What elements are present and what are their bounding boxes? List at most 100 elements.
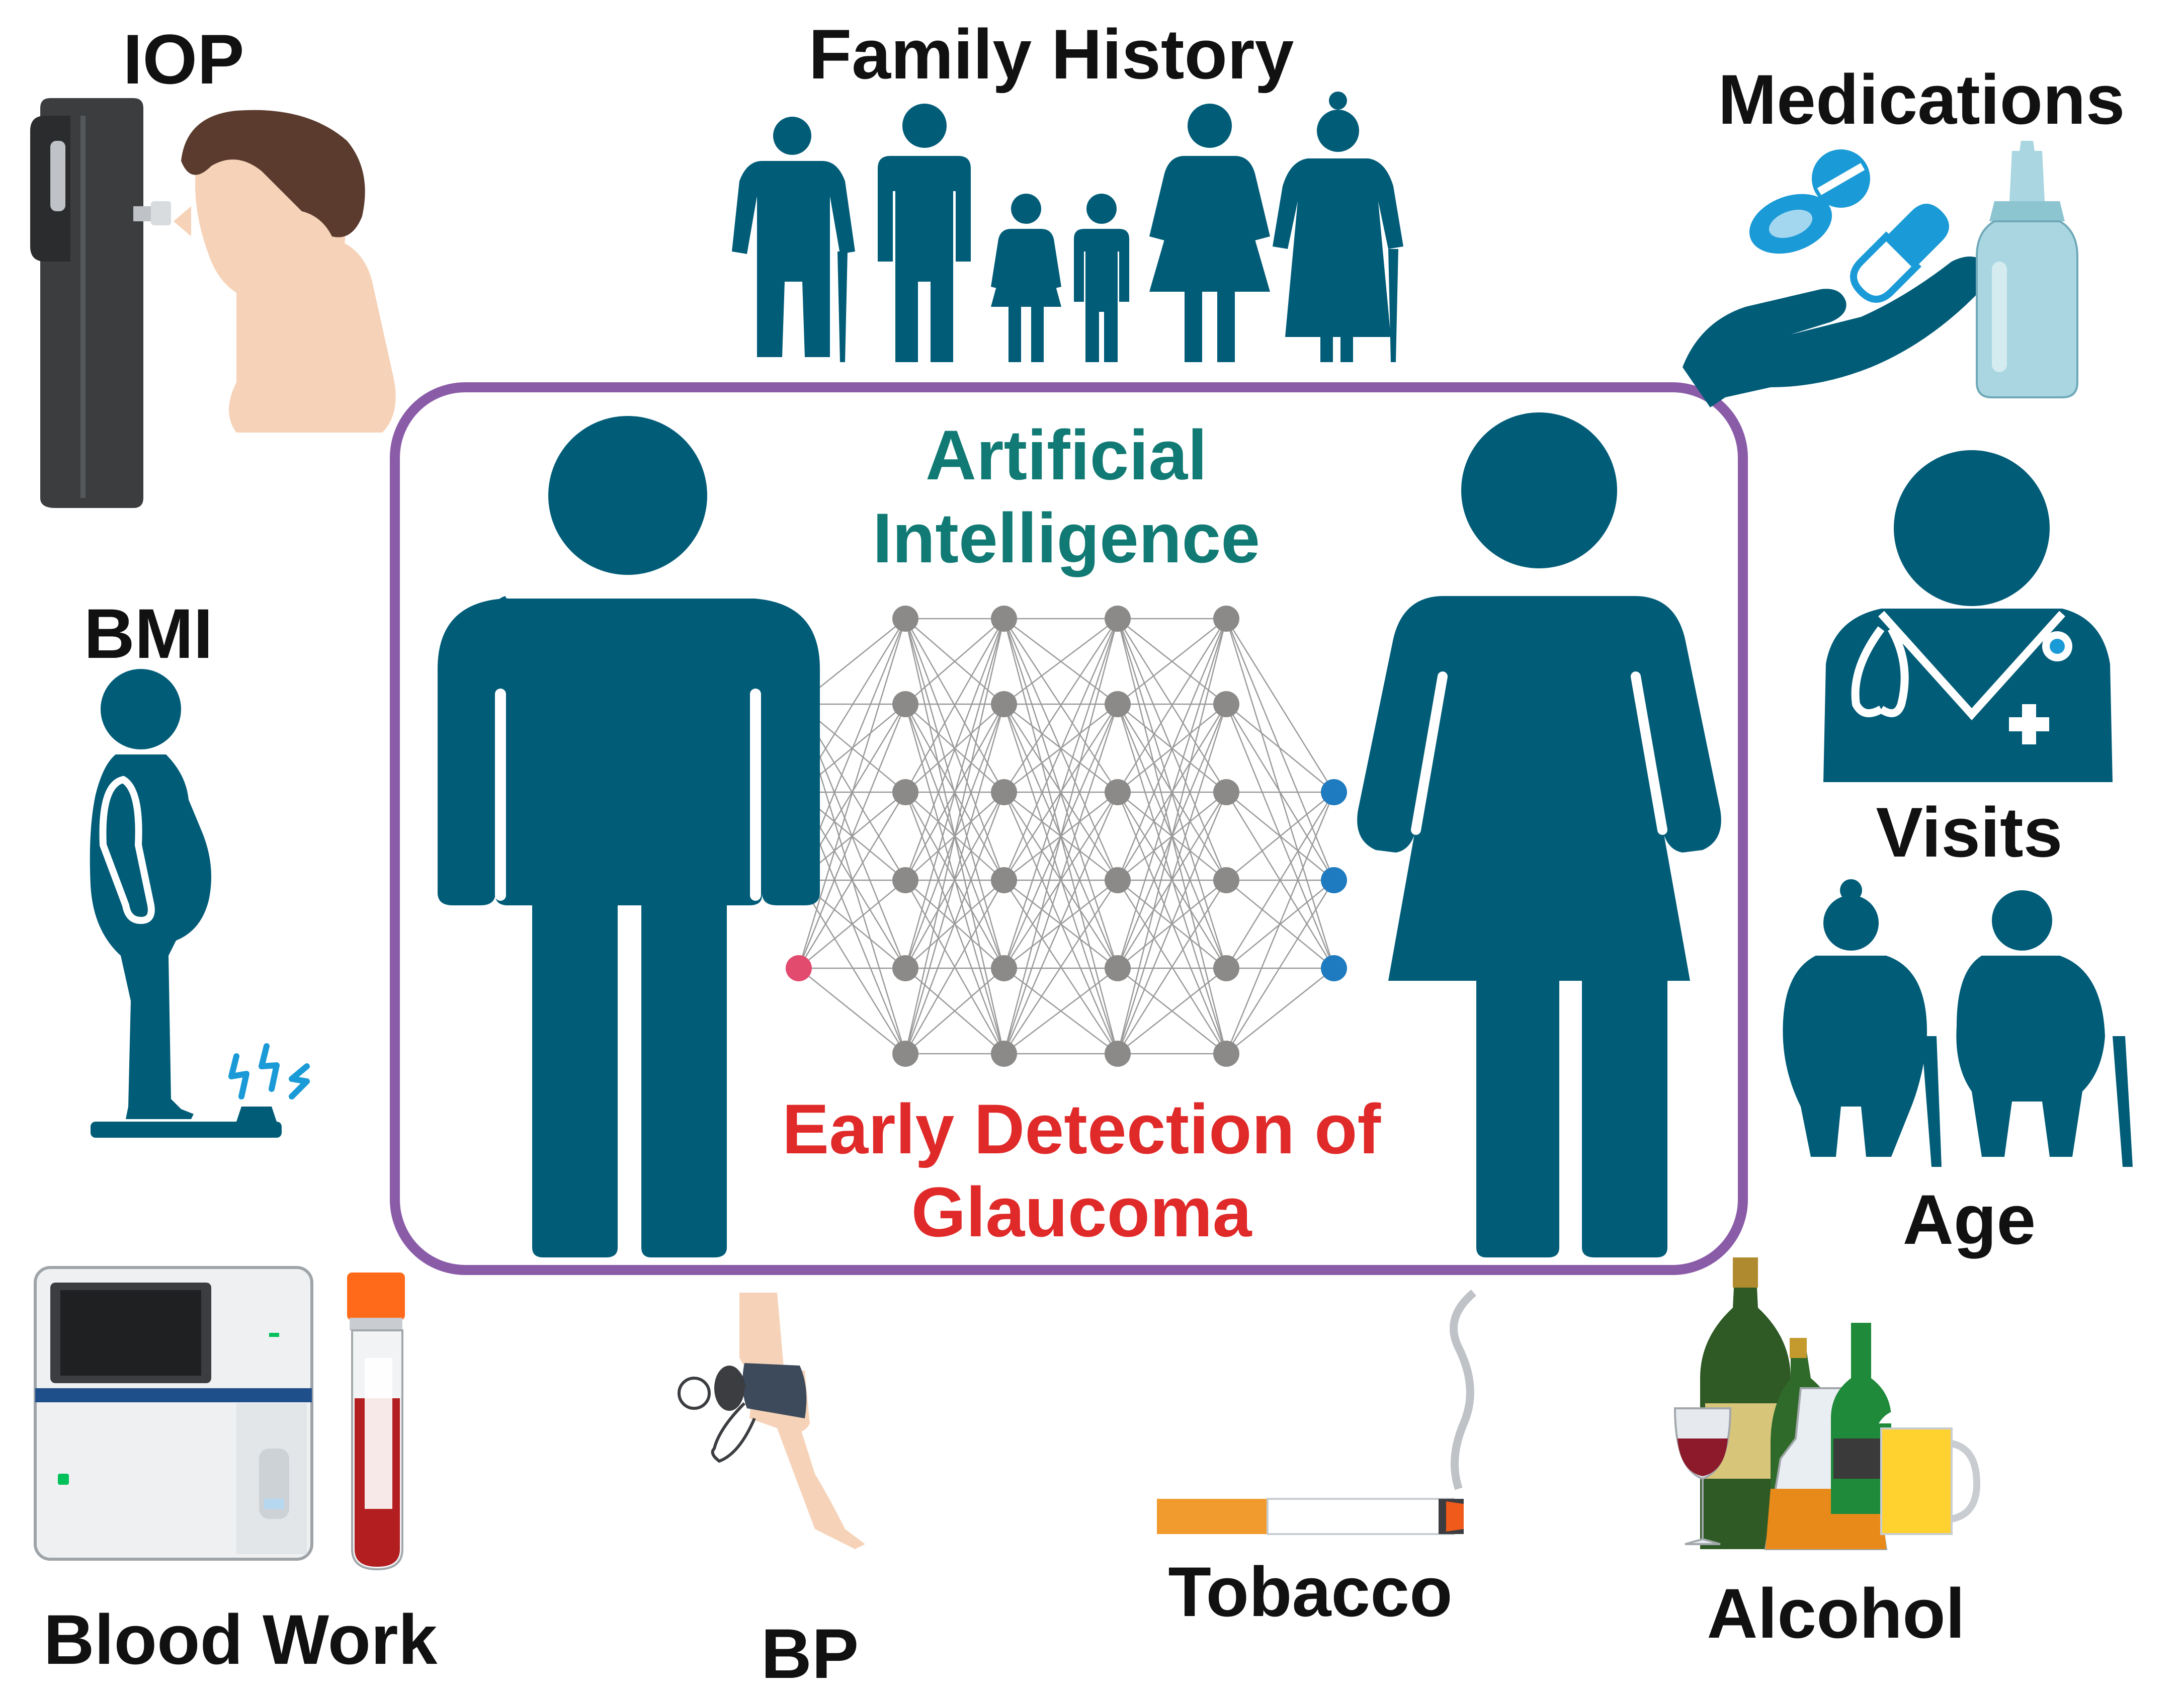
family-icon bbox=[732, 92, 1403, 362]
network-connection bbox=[1225, 792, 1335, 1054]
bmi-arm-outline bbox=[99, 776, 155, 924]
network-connection bbox=[1003, 618, 1119, 969]
network-connection bbox=[798, 618, 906, 969]
goal-title-line-2: Glaucoma bbox=[911, 1172, 1252, 1252]
network-node-hidden bbox=[1213, 691, 1239, 717]
network-connection bbox=[904, 792, 1005, 1054]
network-node-hidden bbox=[991, 606, 1017, 632]
blood-work-label: Blood Work bbox=[43, 1600, 438, 1679]
network-node-hidden bbox=[1213, 955, 1239, 981]
network-node-hidden bbox=[892, 867, 918, 893]
network-node-hidden bbox=[892, 691, 918, 717]
doctor-icon bbox=[1823, 450, 2113, 782]
network-connection bbox=[798, 968, 906, 1054]
elderly-couple-icon bbox=[1783, 879, 2133, 1167]
network-connection bbox=[1226, 968, 1334, 1054]
family-history-label: Family History bbox=[808, 15, 1294, 94]
goal-title-line-1: Early Detection of bbox=[782, 1089, 1381, 1168]
network-node-output bbox=[1321, 955, 1347, 981]
male-figure-icon bbox=[438, 416, 820, 1257]
network-connection bbox=[1117, 618, 1227, 1054]
network-connection bbox=[904, 618, 1005, 969]
network-node-input bbox=[786, 955, 812, 981]
network-connection bbox=[1117, 792, 1227, 1054]
network-node-hidden bbox=[991, 1041, 1017, 1067]
network-connection bbox=[905, 618, 1004, 705]
network-node-hidden bbox=[892, 1041, 918, 1067]
network-node-hidden bbox=[1105, 606, 1131, 632]
network-node-hidden bbox=[1105, 867, 1131, 893]
network-connection bbox=[1117, 880, 1227, 1054]
neural-network bbox=[786, 606, 1347, 1067]
female-figure-arm-gaps bbox=[1411, 671, 1667, 835]
network-connection bbox=[904, 618, 1005, 793]
ai-title: Artificial Intelligence bbox=[873, 413, 1260, 579]
network-connection bbox=[905, 968, 1004, 1054]
patient-head-icon bbox=[174, 110, 396, 433]
network-connection bbox=[1117, 618, 1227, 969]
network-connection bbox=[798, 792, 906, 969]
network-connection bbox=[798, 704, 906, 969]
alcohol-icon bbox=[1673, 1257, 1981, 1550]
network-connection bbox=[904, 880, 1005, 1054]
network-connection bbox=[1003, 792, 1119, 1054]
network-connection bbox=[1117, 618, 1227, 793]
blood-analyzer-icon bbox=[34, 1266, 313, 1561]
network-connection bbox=[1003, 618, 1119, 793]
network-node-hidden bbox=[1105, 1041, 1131, 1067]
network-node-hidden bbox=[1105, 691, 1131, 717]
scale-spark-icon bbox=[228, 1043, 310, 1099]
doctor-details bbox=[1851, 611, 2065, 720]
network-connection bbox=[1117, 704, 1227, 1054]
network-node-hidden bbox=[892, 606, 918, 632]
female-figure-icon bbox=[1357, 412, 1721, 1257]
tobacco-label: Tobacco bbox=[1168, 1552, 1453, 1631]
medical-cross-icon bbox=[2009, 704, 2049, 744]
network-connection bbox=[1003, 618, 1119, 881]
network-connection bbox=[1003, 880, 1119, 1054]
network-connection bbox=[1003, 618, 1118, 705]
network-connection bbox=[798, 880, 906, 969]
network-node-output bbox=[1321, 867, 1347, 893]
network-connection bbox=[1117, 618, 1227, 881]
network-node-hidden bbox=[1105, 779, 1131, 805]
blood-tube-icon bbox=[347, 1273, 405, 1571]
network-connection bbox=[1225, 792, 1335, 969]
network-connection bbox=[1117, 618, 1227, 705]
network-node-hidden bbox=[991, 955, 1017, 981]
bmi-body-icon bbox=[90, 669, 282, 1138]
alcohol-label: Alcohol bbox=[1707, 1574, 1965, 1653]
iop-label: IOP bbox=[123, 20, 244, 99]
visits-label: Visits bbox=[1876, 793, 2063, 872]
network-node-hidden bbox=[1213, 779, 1239, 805]
network-node-output bbox=[1321, 779, 1347, 805]
male-figure-arm-gaps bbox=[495, 689, 761, 901]
network-connection bbox=[1225, 618, 1335, 793]
network-connection bbox=[1003, 704, 1119, 1054]
ai-title-line-2: Intelligence bbox=[872, 498, 1261, 578]
bp-cuff-icon bbox=[678, 1293, 865, 1549]
ai-title-line-1: Artificial bbox=[925, 415, 1208, 494]
network-node-hidden bbox=[1213, 867, 1239, 893]
network-connection bbox=[904, 704, 1005, 1054]
medications-label: Medications bbox=[1718, 60, 2125, 139]
network-node-hidden bbox=[1213, 1041, 1239, 1067]
network-node-hidden bbox=[991, 779, 1017, 805]
network-connection bbox=[1003, 968, 1118, 1054]
cigarette-icon bbox=[1157, 1289, 1477, 1535]
network-connection bbox=[904, 618, 1005, 881]
network-connection bbox=[1003, 618, 1119, 1054]
network-connection bbox=[1226, 792, 1334, 881]
network-connection bbox=[1226, 704, 1334, 793]
goal-title: Early Detection of Glaucoma bbox=[782, 1087, 1381, 1253]
network-connection bbox=[1117, 968, 1227, 1054]
bmi-label: BMI bbox=[83, 594, 213, 673]
network-node-hidden bbox=[1105, 955, 1131, 981]
network-node-hidden bbox=[892, 955, 918, 981]
tonometer-icon bbox=[30, 98, 171, 508]
bp-label: BP bbox=[761, 1614, 859, 1693]
network-node-hidden bbox=[1213, 606, 1239, 632]
age-label: Age bbox=[1902, 1180, 2036, 1259]
